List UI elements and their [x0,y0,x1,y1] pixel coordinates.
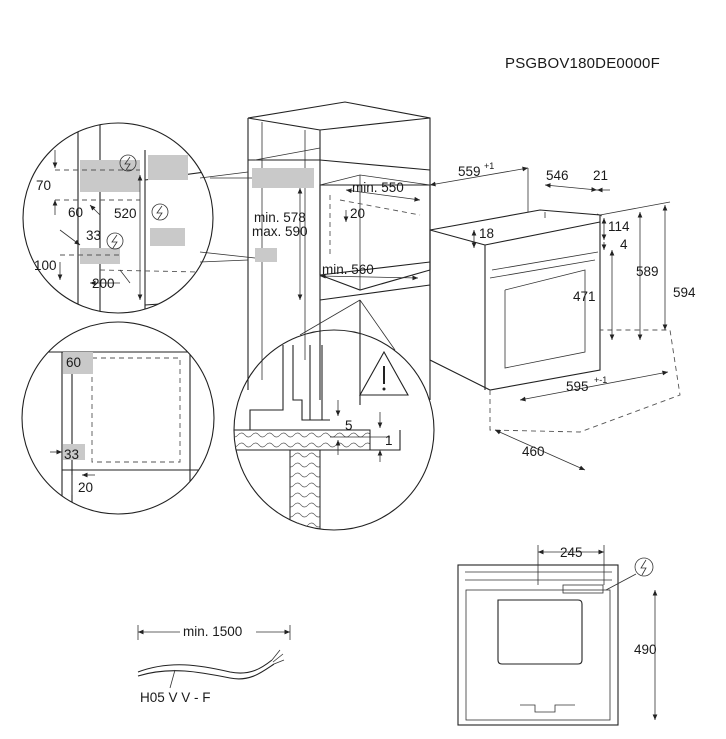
label-18: 18 [479,226,494,241]
label-4: 4 [620,237,628,252]
label-1: 1 [385,433,393,448]
document-code: PSGBOV180DE0000F [505,55,660,72]
cable-drawing: min. 1500 H05 V V - F [137,622,291,705]
label-20: 20 [350,206,365,221]
label-471: 471 [573,289,596,304]
cable-length-label: min. 1500 [183,624,242,639]
oven-drawing: 559 +1 546 21 18 114 4 471 589 594 595 +… [429,161,696,471]
label-559: 559 [458,164,481,179]
label-60: 60 [66,355,81,370]
label-5: 5 [345,418,353,433]
label-100: 100 [34,258,57,273]
cable-type-label: H05 V V - F [140,690,211,705]
electrical-hazard-icon [151,203,169,221]
label-546: 546 [546,168,569,183]
label-min-560: min. 560 [322,262,374,277]
label-70: 70 [36,178,51,193]
label-490: 490 [634,642,657,657]
label-60: 60 [68,205,83,220]
label-114: 114 [608,219,630,234]
label-595: 595 [566,379,589,394]
label-min-578: min. 578 [254,210,306,225]
label-200: 200 [92,276,115,291]
cabinet-drawing: min. 578 max. 590 min. 550 20 min. 560 [199,101,431,405]
label-520: 520 [114,206,137,221]
label-460: 460 [522,444,545,459]
warning-triangle-icon [359,350,409,396]
label-559-tolerance: +1 [484,161,494,171]
label-min-550: min. 550 [352,180,404,195]
electrical-hazard-icon [106,232,124,250]
label-595-tolerance: +-1 [594,375,607,385]
detail-circle-bottom-left: 60 33 20 [21,321,215,515]
label-20: 20 [78,480,93,495]
label-max-590: max. 590 [252,224,308,239]
electrical-hazard-icon [634,557,654,577]
electrical-hazard-icon [119,154,137,172]
label-33: 33 [64,447,79,462]
detail-circle-middle: 5 1 [233,329,435,531]
label-245: 245 [560,545,583,560]
label-589: 589 [636,264,659,279]
label-21: 21 [593,168,608,183]
label-594: 594 [673,285,696,300]
label-33: 33 [86,228,101,243]
detail-circle-top-left: 70 60 520 33 100 200 [22,122,249,314]
rear-view-drawing: 245 490 [457,545,658,726]
